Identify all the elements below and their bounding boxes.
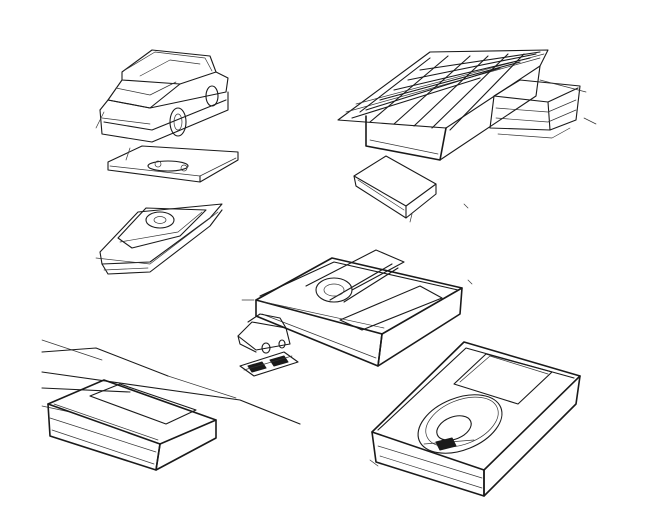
slab-sketch (41, 339, 301, 471)
tray-sketch (107, 145, 239, 183)
car-sketch (95, 49, 229, 143)
ipod-wedge-sketch (95, 203, 223, 275)
dock-sketch (237, 249, 473, 377)
solar-box-sketch (337, 49, 597, 161)
small-box-sketch (353, 155, 469, 223)
ipod-device-sketch (369, 341, 581, 497)
